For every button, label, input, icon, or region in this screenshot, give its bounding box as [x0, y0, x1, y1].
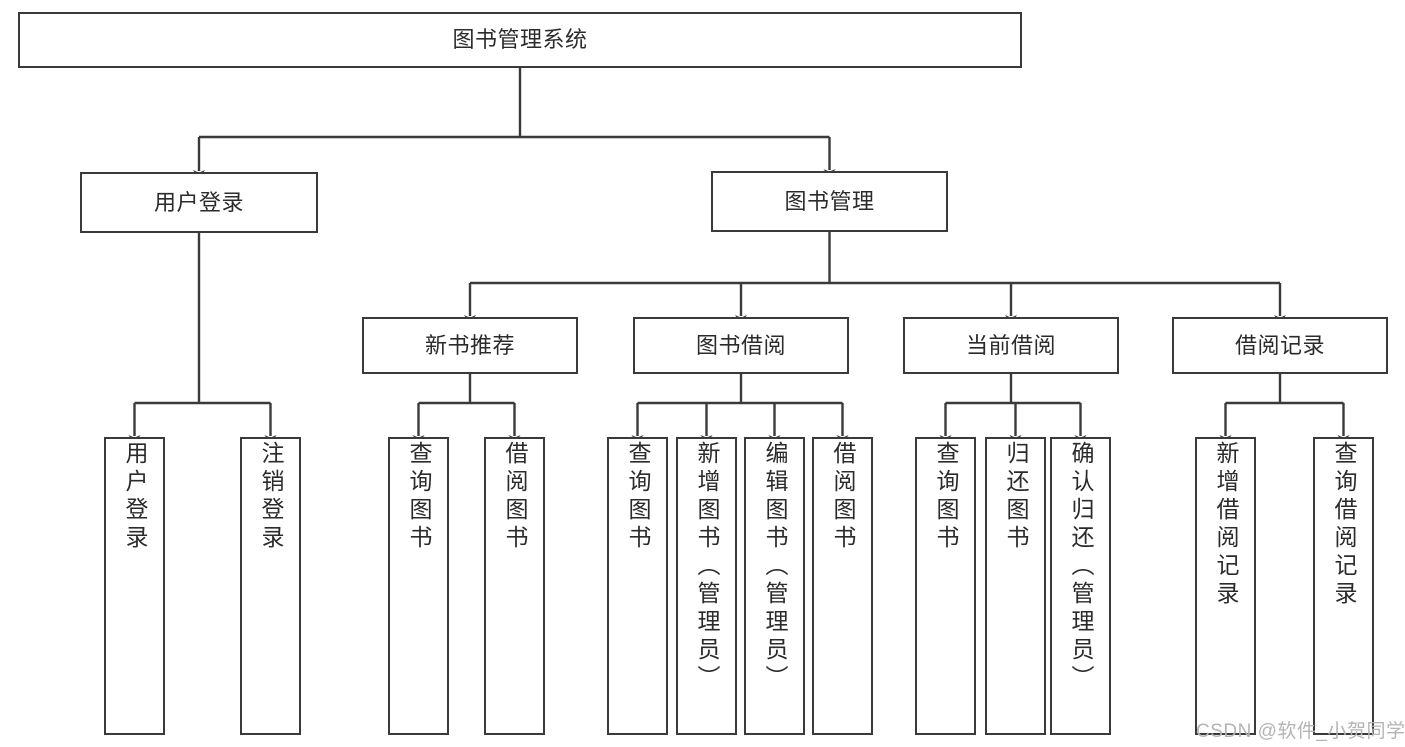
node-label: 查询图书 — [625, 441, 651, 553]
node-login[interactable]: 用户登录 — [80, 172, 318, 233]
node-label: 注销登录 — [258, 441, 284, 553]
node-label: 查询图书 — [933, 441, 959, 553]
node-label: 新书推荐 — [424, 332, 515, 358]
node-label: 新增借阅记录 — [1213, 441, 1239, 609]
node-label: 图书借阅 — [695, 332, 786, 358]
node-l_cu_return[interactable]: 归还图书 — [985, 437, 1046, 735]
node-label: 归还图书 — [1003, 441, 1029, 553]
node-records[interactable]: 借阅记录 — [1172, 317, 1388, 374]
node-bookmgmt[interactable]: 图书管理 — [711, 171, 948, 232]
node-newbook[interactable]: 新书推荐 — [362, 317, 578, 374]
node-label: 查询借阅记录 — [1331, 441, 1357, 609]
node-label: 借阅图书 — [502, 441, 528, 553]
node-l_cu_conf[interactable]: 确认归还（管理员） — [1050, 437, 1111, 735]
node-current[interactable]: 当前借阅 — [903, 317, 1119, 374]
node-label: 图书管理系统 — [452, 27, 588, 53]
node-label: 新增图书（管理员） — [694, 441, 720, 693]
node-label: 用户登录 — [122, 441, 148, 553]
node-label: 确认归还（管理员） — [1068, 441, 1094, 693]
node-l_login[interactable]: 用户登录 — [104, 437, 165, 735]
node-label: 查询图书 — [406, 441, 432, 553]
node-l_nb_borrow[interactable]: 借阅图书 — [484, 437, 545, 735]
node-l_bo_lend[interactable]: 借阅图书 — [812, 437, 873, 735]
node-l_nb_query[interactable]: 查询图书 — [388, 437, 449, 735]
node-l_cu_query[interactable]: 查询图书 — [915, 437, 976, 735]
node-borrow[interactable]: 图书借阅 — [633, 317, 849, 374]
node-l_bo_edit[interactable]: 编辑图书（管理员） — [744, 437, 805, 735]
node-label: 当前借阅 — [965, 332, 1056, 358]
node-l_re_add[interactable]: 新增借阅记录 — [1195, 437, 1256, 735]
node-root[interactable]: 图书管理系统 — [18, 12, 1022, 68]
node-label: 用户登录 — [153, 189, 244, 215]
node-l_bo_query[interactable]: 查询图书 — [607, 437, 668, 735]
node-l_bo_add[interactable]: 新增图书（管理员） — [676, 437, 737, 735]
node-label: 借阅图书 — [830, 441, 856, 553]
node-label: 借阅记录 — [1234, 332, 1325, 358]
csdn-watermark: CSDN @软件_小贺同学 — [1196, 721, 1405, 742]
node-l_re_query[interactable]: 查询借阅记录 — [1313, 437, 1374, 735]
node-label: 图书管理 — [784, 188, 875, 214]
node-label: 编辑图书（管理员） — [762, 441, 788, 693]
node-l_logout[interactable]: 注销登录 — [240, 437, 301, 735]
